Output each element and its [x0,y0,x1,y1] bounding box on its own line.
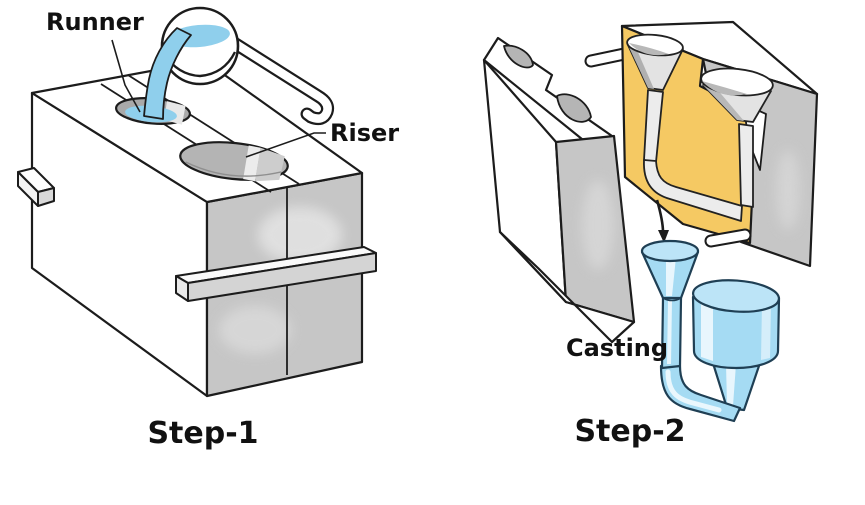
casting-cone [710,358,763,412]
face-sheen [776,150,800,230]
casting-label: Casting [566,334,669,362]
riser-stem-cavity [738,123,754,208]
step1-caption: Step-1 [147,416,259,451]
runner-leader-line [111,39,141,113]
face-sheen [219,306,291,354]
metal-stream [143,27,192,120]
casting-shape [640,239,781,423]
mold-cavity [626,33,774,222]
step1-figure [17,6,377,398]
step2-caption: Step-2 [574,414,686,449]
riser-funnel-cavity [700,67,774,208]
cope-notch-sprue [503,44,534,69]
runner-label: Runner [46,8,144,36]
casting-cylinder [691,279,781,370]
clamp-bar [175,246,377,302]
side-tab [17,167,55,207]
guide-pin-bottom [704,228,752,248]
casting-sprue [660,296,683,370]
cope-half [482,36,636,344]
riser-opening [179,141,289,182]
down-arrow-icon [655,199,669,243]
sprue-funnel-cavity [626,33,684,163]
face-sheen [258,207,342,263]
riser-label: Riser [330,119,400,147]
step2-figure [482,20,819,423]
face-sheen [582,180,614,270]
cope-notch-riser [556,93,592,123]
riser-leader-line [245,132,326,158]
casting-runner-bar [659,364,742,423]
runner-channel-cavity [643,159,743,222]
cope-bottom-face [498,230,636,344]
casting-pouring-cup [640,239,700,302]
ladle [143,6,335,126]
